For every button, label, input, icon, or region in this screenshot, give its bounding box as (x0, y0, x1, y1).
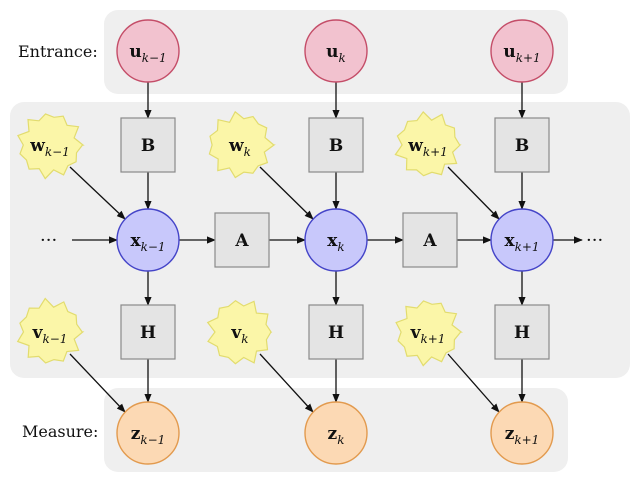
z-node-1-label: zk (328, 424, 345, 447)
v-noise-node-0-label: vk−1 (32, 323, 68, 346)
z-node-1 (304, 401, 368, 465)
arrow-group (69, 82, 583, 413)
z-node-0 (116, 401, 180, 465)
u-node-1-label: uk (326, 42, 346, 65)
block-a-0-label: A (234, 231, 249, 251)
arrow-w-to-x-1 (259, 166, 314, 220)
block-a-1 (402, 212, 458, 268)
u-node-1 (304, 19, 368, 83)
v-noise-node-1-label: vk (230, 323, 248, 346)
entrance-label: Entrance: (18, 42, 98, 61)
block-h-1 (308, 304, 364, 360)
v-noise-node-1 (206, 299, 273, 365)
w-noise-node-2 (394, 110, 462, 177)
x-node-2-label: xk+1 (504, 231, 539, 254)
block-b-0-label: B (141, 136, 155, 156)
u-node-0-label: uk−1 (129, 42, 166, 65)
block-b-0 (120, 117, 176, 173)
z-node-2-label: zk+1 (505, 424, 540, 447)
measure-label: Measure: (22, 422, 98, 441)
z-node-0-label: zk−1 (131, 424, 166, 447)
block-h-1-label: H (328, 323, 344, 343)
block-a-0 (214, 212, 270, 268)
v-noise-node-2-label: vk+1 (410, 323, 446, 346)
w-noise-node-0-label: wk−1 (29, 136, 70, 159)
block-h-2-label: H (514, 323, 530, 343)
v-noise-node-0 (16, 297, 85, 364)
ellipsis-right: ··· (586, 230, 603, 251)
w-noise-node-1 (208, 110, 276, 179)
x-node-1-label: xk (327, 231, 344, 254)
block-b-1-label: B (329, 136, 343, 156)
block-h-2 (494, 304, 550, 360)
w-noise-node-1-label: wk (228, 136, 251, 159)
w-noise-node-0 (17, 113, 85, 180)
block-b-2 (494, 117, 550, 173)
block-b-1 (308, 117, 364, 173)
u-node-2-label: uk+1 (503, 42, 540, 65)
arrow-v-to-z-1 (259, 353, 314, 413)
block-a-1-label: A (422, 231, 437, 251)
u-node-0 (116, 19, 180, 83)
ellipsis-left: ··· (40, 230, 57, 251)
x-node-0-label: xk−1 (130, 231, 165, 254)
arrow-v-to-z-0 (69, 353, 126, 413)
x-node-1 (304, 208, 368, 272)
arrow-v-to-z-2 (447, 353, 500, 413)
u-node-2 (490, 19, 554, 83)
block-b-2-label: B (515, 136, 529, 156)
z-node-2 (490, 401, 554, 465)
arrow-w-to-x-0 (69, 166, 126, 220)
block-h-0-label: H (140, 323, 156, 343)
block-h-0 (120, 304, 176, 360)
arrow-w-to-x-2 (447, 166, 500, 220)
w-noise-node-2-label: wk+1 (407, 136, 448, 159)
x-node-2 (490, 208, 554, 272)
v-noise-node-2 (395, 300, 463, 367)
x-node-0 (116, 208, 180, 272)
